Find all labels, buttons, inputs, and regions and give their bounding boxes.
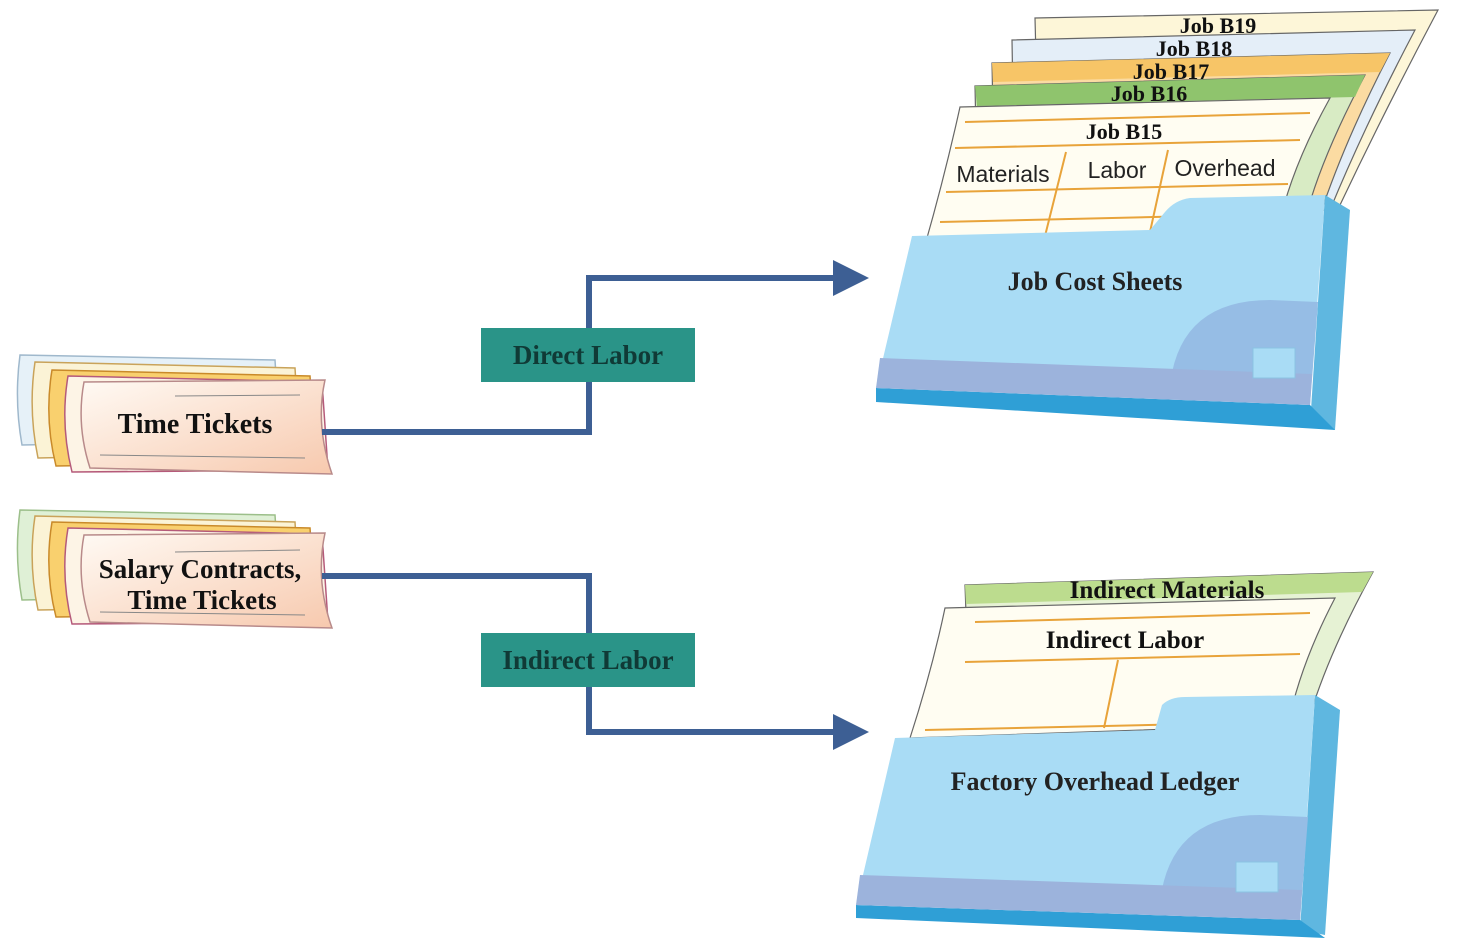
job-cost-sheets-title: Job Cost Sheets [1008, 267, 1183, 296]
sheet-column-divider [1149, 149, 1169, 233]
job-cost-sheets-folder: Job B19 Job B18 Job B17 Job B16 Job B15 … [876, 9, 1440, 430]
ticket-rule [99, 611, 306, 616]
sheet-indirect-materials: Indirect Materials [1070, 577, 1265, 604]
sheet-rule [974, 612, 1311, 623]
time-tickets-stack: Time Tickets [16, 354, 334, 475]
direct-labor-label: Direct Labor [513, 340, 663, 370]
direct-labor-box: Direct Labor [481, 328, 695, 382]
folder-label-slot [1252, 347, 1296, 379]
job-sheet-b16-band [975, 75, 1365, 106]
ledger-sheet-band [965, 572, 1373, 604]
folder-band [876, 358, 1312, 405]
tab-job-b17: Job B17 [1133, 59, 1209, 84]
tab-job-b18: Job B18 [1156, 36, 1232, 61]
indirect-labor-box: Indirect Labor [481, 633, 695, 687]
factory-overhead-ledger-title: Factory Overhead Ledger [951, 767, 1240, 796]
folder-side [1310, 195, 1350, 430]
column-materials: Materials [956, 161, 1049, 187]
ticket-rule [99, 454, 306, 459]
salary-contracts-stack: Salary Contracts, Time Tickets [16, 509, 334, 629]
sheet-rule [954, 139, 1301, 149]
factory-overhead-ledger-folder: Indirect Materials Indirect Labor Factor… [856, 571, 1375, 938]
sheet-indirect-labor: Indirect Labor [1046, 627, 1205, 654]
indirect-labor-label: Indirect Labor [502, 645, 673, 675]
salary-contracts-label-line2: Time Tickets [127, 585, 276, 615]
folder-band [856, 875, 1302, 920]
tab-job-b16: Job B16 [1111, 81, 1187, 106]
job-sheet-b17-band [992, 53, 1390, 82]
folder-side [1300, 695, 1340, 935]
sheet-rule [964, 653, 1301, 663]
time-tickets-label: Time Tickets [118, 409, 273, 440]
ticket-card-front [80, 532, 334, 629]
ticket-rule [174, 549, 301, 553]
ticket-card-front [80, 379, 334, 475]
sheet-column-divider [1103, 659, 1119, 729]
folder-base [856, 905, 1325, 938]
folder-base [876, 388, 1335, 430]
tab-job-b19: Job B19 [1180, 13, 1256, 38]
tab-job-b15: Job B15 [1086, 119, 1162, 144]
sheet-rule [964, 112, 1311, 123]
ticket-rule [174, 394, 301, 397]
column-overhead: Overhead [1174, 155, 1275, 181]
column-labor: Labor [1088, 157, 1147, 183]
sheet-rule [945, 183, 1289, 193]
salary-contracts-label-line1: Salary Contracts, [99, 554, 301, 584]
sheet-column-divider [1044, 151, 1067, 237]
folder-label-slot [1235, 861, 1279, 893]
